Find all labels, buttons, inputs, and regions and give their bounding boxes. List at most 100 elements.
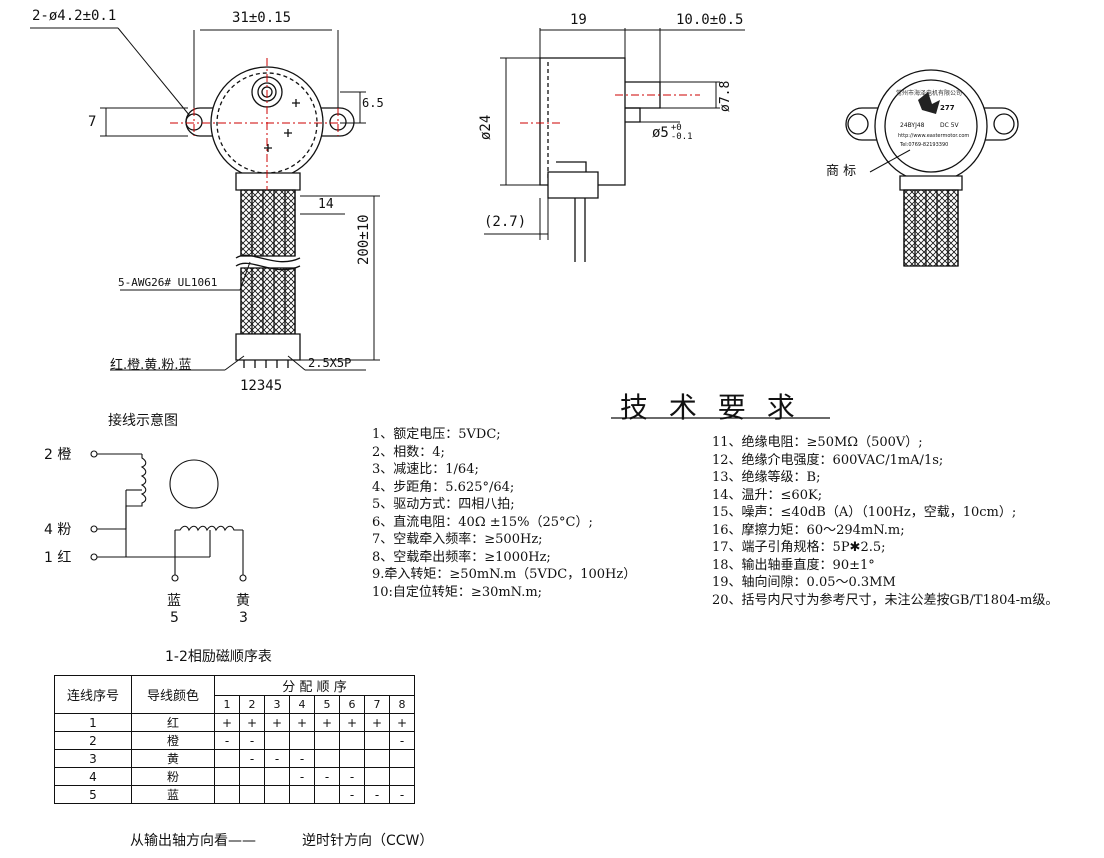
cell: + <box>264 713 290 732</box>
cell <box>314 731 340 750</box>
block-width-dim: 14 <box>318 197 334 212</box>
spec-item: 13、绝缘等级：B; <box>712 470 821 485</box>
step-header: 5 <box>314 695 340 714</box>
cell <box>364 767 390 786</box>
cell <box>314 749 340 768</box>
step-header: 2 <box>239 695 265 714</box>
direction-note-b: 逆时针方向（CCW） <box>302 833 434 849</box>
row-no: 3 <box>54 749 132 768</box>
shaft-length-dim: 10.0±0.5 <box>676 12 744 28</box>
row-color: 橙 <box>131 731 215 750</box>
pin-numbers: 12345 <box>240 378 283 394</box>
width-dim: 31±0.15 <box>232 10 292 26</box>
spec-item: 9.牵入转矩：≥50mN.m（5VDC，100Hz） <box>372 567 637 582</box>
cell: - <box>289 749 315 768</box>
cell: + <box>339 713 365 732</box>
spec-item: 20、括号内尺寸为参考尺寸，未注公差按GB/T1804-m级。 <box>712 592 1059 608</box>
spec-item: 15、噪声：≤40dB（A）（100Hz，空载，10cm）; <box>712 505 1017 520</box>
yellow-num: 3 <box>239 610 248 626</box>
spec-item: 3、减速比：1/64; <box>372 462 479 477</box>
table-row: 5 蓝 - - - <box>54 785 415 804</box>
cell <box>264 767 290 786</box>
cell <box>339 749 365 768</box>
cell: - <box>364 785 390 804</box>
cell: + <box>239 713 265 732</box>
cell <box>389 749 415 768</box>
spec-item: 11、绝缘电阻：≥50MΩ（500V）; <box>712 435 923 450</box>
nameplate-tel: Tel:0769-82193390 <box>900 142 949 148</box>
wire-spec: 5-AWG26# UL1061 <box>118 276 218 289</box>
cell <box>389 767 415 786</box>
pin1-label: 1 红 <box>44 550 72 566</box>
specs-right: 11、绝缘电阻：≥50MΩ（500V）; 12、绝缘介电强度：600VAC/1m… <box>712 434 1058 609</box>
blue-label: 蓝 <box>167 593 181 609</box>
cell <box>214 767 240 786</box>
spec-item: 18、输出轴垂直度：90±1° <box>712 557 875 573</box>
yellow-label: 黄 <box>236 593 250 609</box>
cell: - <box>389 731 415 750</box>
cell <box>364 749 390 768</box>
hub-diameter-dim: ø7.8 <box>718 80 733 112</box>
cell: + <box>314 713 340 732</box>
spec-item: 2、相数：4; <box>372 444 445 460</box>
cell: + <box>289 713 315 732</box>
step-header: 6 <box>339 695 365 714</box>
cell <box>264 731 290 750</box>
body-diameter-dim: ø24 <box>478 114 494 140</box>
label-view <box>845 69 1019 267</box>
cell: - <box>389 785 415 804</box>
cell: - <box>264 749 290 768</box>
row-no: 2 <box>54 731 132 750</box>
cell: - <box>339 785 365 804</box>
front-view <box>185 66 355 368</box>
wiring-diagram <box>90 450 247 582</box>
step-header: 7 <box>364 695 390 714</box>
blue-num: 5 <box>170 610 179 626</box>
step-header: 1 <box>214 695 240 714</box>
row-no: 1 <box>54 713 132 732</box>
cell: - <box>339 767 365 786</box>
nameplate-brand: 277 <box>940 104 955 112</box>
lead-length-dim: 200±10 <box>356 214 372 265</box>
nameplate-web: http://www.eastermotor.com <box>898 133 970 139</box>
nameplate-voltage: DC 5V <box>940 122 959 129</box>
pitch-dim: 2.5X5P <box>308 356 352 370</box>
table-row: 4 粉 - - - <box>54 767 415 786</box>
wiring-title: 接线示意图 <box>108 413 178 429</box>
spec-item: 19、轴向间隙：0.05～0.3MM <box>712 575 896 590</box>
cell <box>214 785 240 804</box>
flange-dim: (2.7) <box>484 214 527 230</box>
cell <box>239 767 265 786</box>
row-no: 4 <box>54 767 132 786</box>
spec-item: 5、驱动方式：四相八拍; <box>372 497 515 512</box>
spec-item: 4、步距角：5.625°/64; <box>372 479 515 495</box>
cell: + <box>214 713 240 732</box>
cell: - <box>239 749 265 768</box>
ear-height-dim: 7 <box>88 114 97 130</box>
cell <box>339 731 365 750</box>
spec-item: 17、端子引角规格：5P✱2.5; <box>712 540 886 555</box>
spec-item: 8、空载牵出频率：≥1000Hz; <box>372 549 551 565</box>
step-header: 8 <box>389 695 415 714</box>
cell: - <box>239 731 265 750</box>
specs-left: 1、额定电压：5VDC; 2、相数：4; 3、减速比：1/64; 4、步距角：5… <box>372 426 636 601</box>
cell: + <box>364 713 390 732</box>
shaft-diameter-dim: ø5+0-0.1 <box>652 123 693 142</box>
cell <box>314 785 340 804</box>
pin4-label: 4 粉 <box>44 522 72 538</box>
row-no: 5 <box>54 785 132 804</box>
cell <box>264 785 290 804</box>
row-color: 粉 <box>131 767 215 786</box>
shaft-offset-dim: 6.5 <box>362 96 384 110</box>
step-header: 4 <box>289 695 315 714</box>
spec-item: 12、绝缘介电强度：600VAC/1mA/1s; <box>712 452 944 468</box>
cell <box>289 785 315 804</box>
header-lead-color: 导线颜色 <box>131 675 215 714</box>
hole-dim: 2-ø4.2±0.1 <box>32 8 117 24</box>
wire-colors: 红.橙.黄.粉.蓝 <box>110 358 192 373</box>
header-lead-no: 连线序号 <box>54 675 132 714</box>
cell: - <box>214 731 240 750</box>
header-order: 分 配 顺 序 <box>214 675 415 696</box>
table-row: 3 黄 - - - <box>54 749 415 768</box>
